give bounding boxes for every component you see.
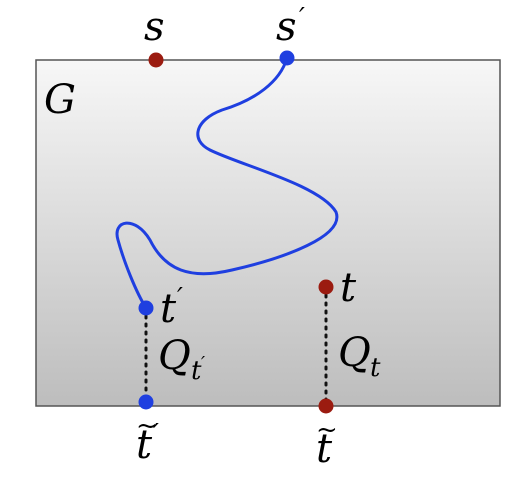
label-t: t <box>340 265 357 311</box>
label-t-prime-tilde-base: t <box>136 422 153 468</box>
vertex-t <box>318 279 334 295</box>
label-q-t-sub: t <box>370 353 381 383</box>
label-t-tilde-mark: ~ <box>316 415 338 445</box>
vertex-t-prime-tilde <box>138 394 154 410</box>
label-t-prime-tilde-mark: ~ <box>136 411 158 441</box>
label-s-prime: s ′ <box>276 3 305 50</box>
label-q-tprime-base: Q <box>158 333 191 379</box>
label-s: s <box>144 4 165 50</box>
label-q-t-base: Q <box>338 330 371 376</box>
label-t-prime-tilde: ~ t ′ <box>136 411 159 468</box>
label-t-prime-base: t <box>160 286 177 332</box>
vertex-s <box>148 52 164 68</box>
label-t-tilde: ~ t <box>316 415 338 472</box>
label-s-prime-base: s <box>276 4 297 50</box>
winding-path <box>115 57 339 309</box>
label-q-t: Q t <box>338 330 381 383</box>
label-s-prime-mark: ′ <box>299 3 305 33</box>
label-q-tprime-subprime: ′ <box>201 353 205 374</box>
label-t-prime: t ′ <box>160 283 183 332</box>
vertex-s-prime <box>279 50 295 66</box>
label-t-prime-mark: ′ <box>177 283 183 313</box>
vertex-t-prime <box>138 300 154 316</box>
vertex-t-tilde <box>318 398 334 414</box>
label-q-tprime: Q t ′ <box>158 333 205 386</box>
graph-label: G <box>44 77 76 123</box>
graph-region <box>35 59 501 407</box>
label-t-tilde-base: t <box>316 426 333 472</box>
label-t-prime-tilde-prime: ′ <box>153 419 159 449</box>
label-q-tprime-sub: t <box>191 356 202 386</box>
